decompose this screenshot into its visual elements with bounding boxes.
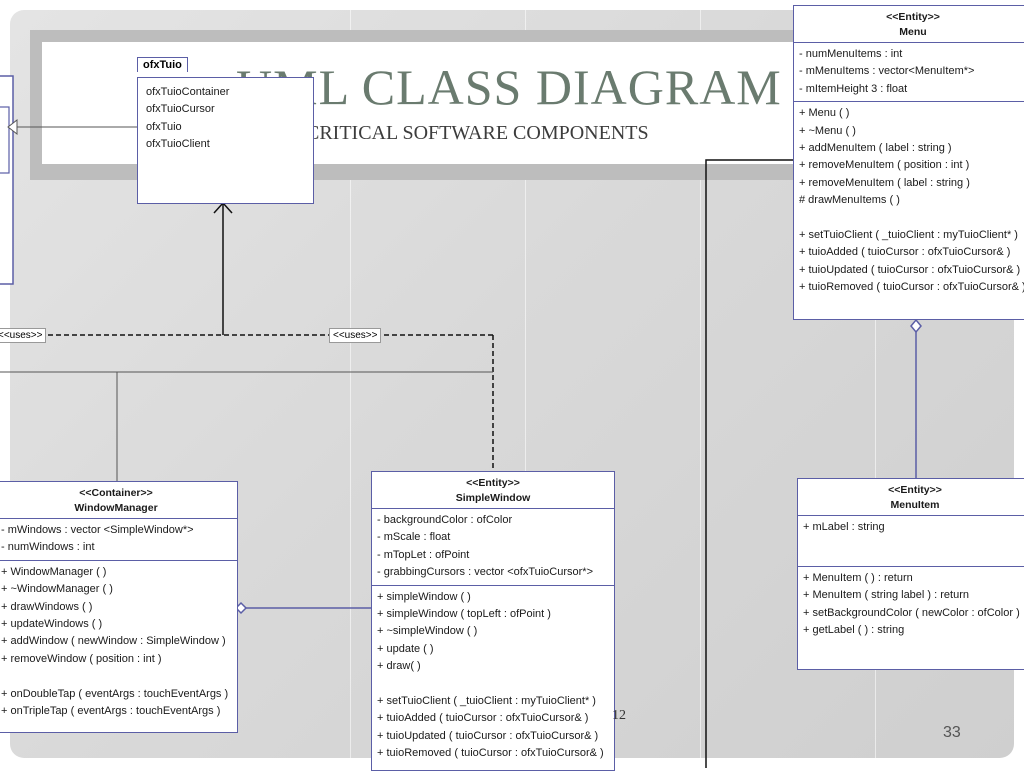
method: + ~Menu ( ) xyxy=(799,124,856,137)
class-attributes: - backgroundColor : ofColor - mScale : f… xyxy=(372,509,614,586)
menu-class: <<Entity>> Menu - numMenuItems : int - m… xyxy=(793,5,1024,320)
class-methods: + WindowManager ( ) + ~WindowManager ( )… xyxy=(0,561,237,724)
page-number: 33 xyxy=(943,724,961,741)
method: + MenuItem ( ) : return xyxy=(803,572,913,584)
method: + simpleWindow ( ) xyxy=(377,590,471,603)
slide-title: UML CLASS DIAGRAM xyxy=(236,59,782,115)
method: + tuioRemoved ( tuioCursor : ofxTuioCurs… xyxy=(377,747,604,760)
method: + setTuioClient ( _tuioClient : myTuioCl… xyxy=(377,695,596,708)
class-stereotype: <<Container>> xyxy=(79,487,153,499)
method: + tuioRemoved ( tuioCursor : ofxTuioCurs… xyxy=(799,281,1024,294)
uses-label-left: <<uses>> xyxy=(0,328,47,343)
class-name: WindowManager xyxy=(74,502,158,514)
class-name: Menu xyxy=(899,26,927,38)
partial-class-inner xyxy=(0,106,10,174)
simplewindow-class: <<Entity>> SimpleWindow - backgroundColo… xyxy=(371,471,615,771)
generalization-arrowhead xyxy=(7,118,18,136)
attribute: - backgroundColor : ofColor xyxy=(377,514,513,526)
method: + onTripleTap ( eventArgs : touchEventAr… xyxy=(1,705,221,718)
method: + updateWindows ( ) xyxy=(1,618,103,631)
ofxtuio-item: ofxTuioCursor xyxy=(146,103,215,116)
attribute: - mMenuItems : vector<MenuItem*> xyxy=(799,65,975,78)
uses-label-right: <<uses>> xyxy=(329,328,382,343)
class-header: <<Container>> WindowManager xyxy=(0,482,237,519)
attribute: - mItemHeight 3 : float xyxy=(799,82,908,95)
method: + WindowManager ( ) xyxy=(1,565,107,578)
windowmanager-class: <<Container>> WindowManager - mWindows :… xyxy=(0,481,238,733)
method: + getLabel ( ) : string xyxy=(803,624,905,637)
attribute: - numWindows : int xyxy=(1,541,95,554)
method: + removeMenuItem ( position : int ) xyxy=(799,159,970,172)
class-methods: + Menu ( ) + ~Menu ( ) + addMenuItem ( l… xyxy=(794,102,1024,299)
method: + draw( ) xyxy=(377,660,421,673)
aggregation-diamond xyxy=(234,601,248,615)
method: + ~WindowManager ( ) xyxy=(1,583,113,596)
method: + tuioAdded ( tuioCursor : ofxTuioCursor… xyxy=(799,246,1011,259)
method: + drawWindows ( ) xyxy=(1,600,93,613)
class-name: SimpleWindow xyxy=(455,492,531,504)
method: + update ( ) xyxy=(377,642,434,655)
method: + onDoubleTap ( eventArgs : touchEventAr… xyxy=(1,687,229,700)
method: + tuioUpdated ( tuioCursor : ofxTuioCurs… xyxy=(799,263,1021,276)
ofxtuio-item: ofxTuioContainer xyxy=(146,86,230,98)
class-header: <<Entity>> SimpleWindow xyxy=(372,472,614,509)
slide-subtitle: CRITICAL SOFTWARE COMPONENTS xyxy=(306,122,649,144)
method xyxy=(1,668,232,685)
class-header: <<Entity>> Menu xyxy=(794,6,1024,43)
attribute: + mLabel : string xyxy=(803,521,885,533)
method: + Menu ( ) xyxy=(799,107,850,120)
method: + removeMenuItem ( label : string ) xyxy=(799,176,970,189)
attribute: - numMenuItems : int xyxy=(799,48,903,60)
menu-aggregation-diamond xyxy=(910,318,922,334)
method xyxy=(377,676,609,693)
ofxtuio-item: ofxTuio xyxy=(146,120,182,133)
class-attributes: - numMenuItems : int - mMenuItems : vect… xyxy=(794,43,1024,103)
method: + tuioUpdated ( tuioCursor : ofxTuioCurs… xyxy=(377,729,599,742)
method: + addMenuItem ( label : string ) xyxy=(799,142,952,155)
class-attributes: - mWindows : vector <SimpleWindow*> - nu… xyxy=(0,519,237,561)
method xyxy=(799,210,1024,227)
class-stereotype: <<Entity>> xyxy=(466,477,520,489)
class-stereotype: <<Entity>> xyxy=(886,11,940,23)
attribute: - mTopLet : ofPoint xyxy=(377,548,470,561)
menu-connector-line xyxy=(705,159,793,768)
method: + ~simpleWindow ( ) xyxy=(377,625,478,638)
method: + removeWindow ( position : int ) xyxy=(1,652,162,665)
method: + MenuItem ( string label ) : return xyxy=(803,589,969,602)
attribute: - mWindows : vector <SimpleWindow*> xyxy=(1,524,194,536)
class-methods: + simpleWindow ( ) + simpleWindow ( topL… xyxy=(372,586,614,766)
class-header: <<Entity>> MenuItem xyxy=(798,479,1024,516)
method: + setBackgroundColor ( newColor : ofColo… xyxy=(803,606,1020,619)
method: + tuioAdded ( tuioCursor : ofxTuioCursor… xyxy=(377,712,589,725)
ofxtuio-tab: ofxTuio xyxy=(137,57,188,72)
class-name: MenuItem xyxy=(890,499,940,511)
ofxtuio-item: ofxTuioClient xyxy=(146,138,210,151)
ofxtuio-package: ofxTuioContainer ofxTuioCursor ofxTuio o… xyxy=(137,77,314,204)
method: + simpleWindow ( topLeft : ofPoint ) xyxy=(377,608,551,621)
method: # drawMenuItems ( ) xyxy=(799,194,900,207)
class-stereotype: <<Entity>> xyxy=(888,484,942,496)
attribute: - mScale : float xyxy=(377,531,451,544)
attribute: - grabbingCursors : vector <ofxTuioCurso… xyxy=(377,566,594,579)
method: + setTuioClient ( _tuioClient : myTuioCl… xyxy=(799,229,1018,242)
class-methods: + MenuItem ( ) : return + MenuItem ( str… xyxy=(798,567,1024,643)
class-attributes: + mLabel : string xyxy=(798,516,1024,567)
method: + addWindow ( newWindow : SimpleWindow ) xyxy=(1,635,226,648)
fragment-text: 12 xyxy=(612,708,626,723)
menuitem-class: <<Entity>> MenuItem + mLabel : string + … xyxy=(797,478,1024,670)
